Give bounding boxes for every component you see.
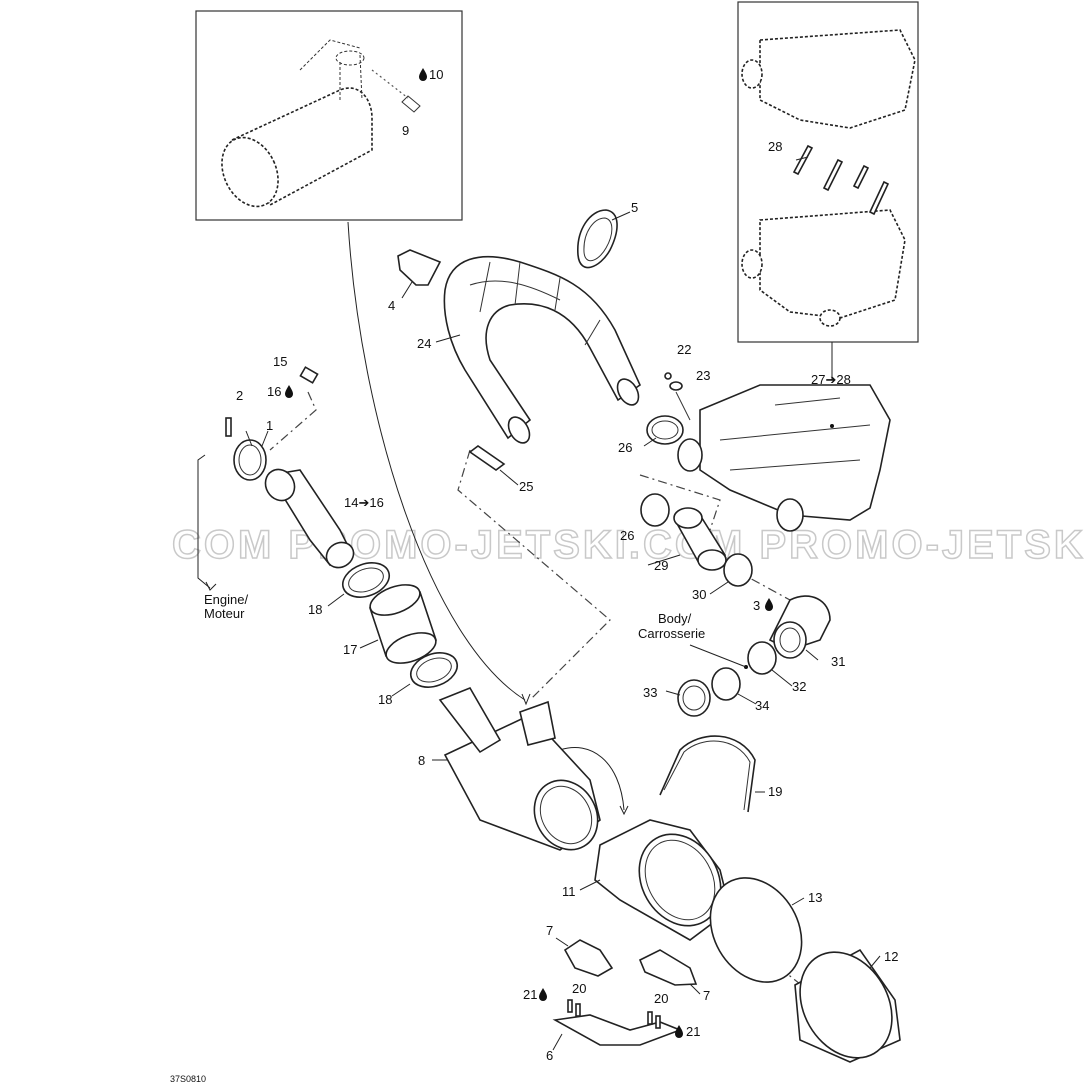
part-18-clamp-lower [409, 652, 459, 688]
label-part-22: 22 [677, 342, 691, 357]
part-24-exhaust-pipe [443, 255, 642, 444]
label-part-2: 2 [236, 388, 243, 403]
sealant-drop-icon [539, 988, 547, 1001]
part-11-heat-shield [594, 819, 731, 941]
sealant-drop-icon [675, 1025, 683, 1038]
part-14-exhaust-manifold-pipe [264, 468, 355, 569]
inset-frame-resonator-detail [737, 1, 919, 343]
inset-resonator-drawing [741, 29, 916, 327]
label-part-26-lower: 26 [620, 528, 634, 543]
part-23-washer [669, 381, 683, 391]
part-5-gasket [577, 209, 618, 269]
label-part-4: 4 [388, 298, 395, 313]
label-part-26-upper: 26 [618, 440, 632, 455]
callout-body-line1: Body/ [658, 611, 692, 626]
label-part-28: 28 [768, 139, 782, 154]
label-part-27-28: 27➔28 [811, 372, 851, 387]
part-33-nut [677, 679, 711, 717]
part-17-hose [368, 584, 438, 664]
label-part-10: 10 [429, 67, 443, 82]
label-part-30: 30 [692, 587, 706, 602]
part-13-seal-ring [709, 877, 803, 983]
label-part-1: 1 [266, 418, 273, 433]
label-part-33: 33 [643, 685, 657, 700]
sealant-drop-icon [419, 68, 427, 81]
part-31-outlet-fitting [768, 595, 831, 659]
label-part-20-left: 20 [572, 981, 586, 996]
sealant-drop-icon [765, 598, 773, 611]
label-part-17: 17 [343, 642, 357, 657]
label-part-7-right: 7 [703, 988, 710, 1003]
label-part-6: 6 [546, 1048, 553, 1063]
part-12-end-cap [794, 948, 901, 1063]
label-part-32: 32 [792, 679, 806, 694]
part-22-bolt [664, 372, 672, 380]
part-29-hose [673, 507, 727, 571]
part-20-screw-left [567, 999, 573, 1013]
part-18-clamp-upper [341, 562, 391, 598]
callout-engine-line1: Engine/ [204, 592, 248, 607]
label-part-34: 34 [755, 698, 769, 713]
part-34-gasket [711, 667, 741, 701]
part-4-gasket [397, 249, 442, 286]
part-27-resonator [677, 384, 891, 532]
label-part-19: 19 [768, 784, 782, 799]
label-part-24: 24 [417, 336, 431, 351]
label-part-29: 29 [654, 558, 668, 573]
inset-muffler-drawing [221, 39, 421, 208]
label-part-23: 23 [696, 368, 710, 383]
label-part-21-right: 21 [686, 1024, 700, 1039]
part-8-muffler [438, 686, 601, 851]
part-6-mount [552, 1014, 683, 1046]
label-part-8: 8 [418, 753, 425, 768]
label-part-5: 5 [631, 200, 638, 215]
callout-engine-line2: Moteur [204, 606, 245, 621]
label-part-15: 15 [273, 354, 287, 369]
label-part-3: 3 [753, 598, 760, 613]
part-7-bracket-left [563, 939, 614, 977]
label-part-16: 16 [267, 384, 281, 399]
label-part-21-left: 21 [523, 987, 537, 1002]
label-part-25: 25 [519, 479, 533, 494]
label-part-12: 12 [884, 949, 898, 964]
label-part-9: 9 [402, 123, 409, 138]
label-part-11: 11 [562, 884, 576, 899]
part-20-screw-right [647, 1011, 653, 1025]
label-part-18-lower: 18 [378, 692, 392, 707]
part-26-clamp-lower [640, 493, 670, 527]
label-part-14-16: 14➔16 [344, 495, 384, 510]
sealant-drop-icon [285, 385, 293, 398]
part-15-fitting [299, 366, 319, 384]
callout-body-line2: Carrosserie [638, 626, 705, 641]
part-30-clamp [723, 553, 753, 587]
inset-frame-muffler-detail [195, 10, 463, 221]
label-part-13: 13 [808, 890, 822, 905]
part-19-strap [659, 735, 756, 813]
label-part-18-upper: 18 [308, 602, 322, 617]
part-32-gasket [747, 641, 777, 675]
label-part-31: 31 [831, 654, 845, 669]
part-25-gasket [468, 445, 506, 471]
label-part-7-left: 7 [546, 923, 553, 938]
label-part-20-right: 20 [654, 991, 668, 1006]
part-7-bracket-right [638, 949, 698, 986]
reference-code: 37S0810 [170, 1074, 206, 1084]
part-2-pin [225, 417, 232, 437]
